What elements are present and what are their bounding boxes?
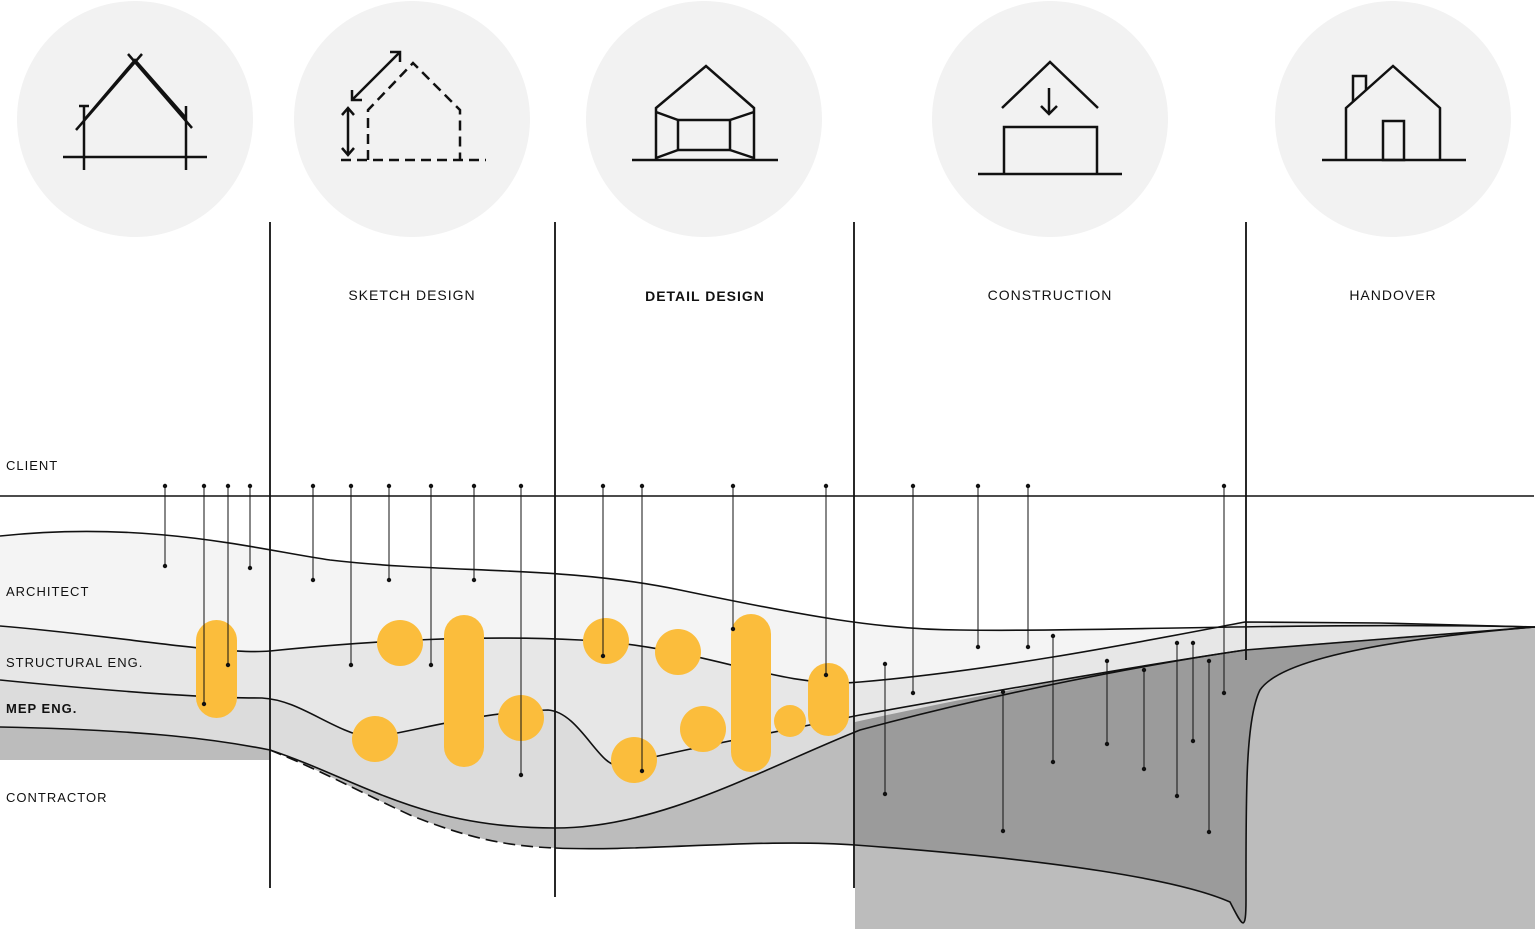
highlight-pill [444, 615, 484, 767]
highlight-pill [731, 614, 771, 772]
connector-dot [823, 672, 829, 678]
connector-dot [162, 483, 168, 489]
connector-dot [1141, 667, 1147, 673]
connector-dot [1104, 658, 1110, 664]
highlight-dot [377, 620, 423, 666]
phase-labels: SKETCH DESIGN DETAIL DESIGN CONSTRUCTION… [348, 287, 1436, 304]
connector-pins [162, 483, 1227, 835]
highlight-pill [808, 663, 849, 736]
connector-dot [247, 483, 253, 489]
connector-dot [882, 661, 888, 667]
connector-dot [225, 483, 231, 489]
highlight-dot [352, 716, 398, 762]
row-label-mep: MEP ENG. [6, 701, 77, 716]
connector-dot [1190, 738, 1196, 744]
icon-circle-5 [1275, 1, 1511, 237]
connector-dot [823, 483, 829, 489]
contractor-top-curve [0, 649, 1246, 829]
architect-top-curve [0, 530, 1536, 632]
connector-dot [1000, 689, 1006, 695]
connector-dot [975, 644, 981, 650]
highlight-dot [611, 737, 657, 783]
connector-dot [201, 483, 207, 489]
icon-circle-1 [17, 1, 253, 237]
highlight-dot [655, 629, 701, 675]
connector-dot [1025, 483, 1031, 489]
row-label-structural: STRUCTURAL ENG. [6, 655, 143, 670]
connector-dot [1174, 793, 1180, 799]
row-label-client: CLIENT [6, 458, 58, 473]
phase-icons [17, 1, 1511, 237]
connector-dot [1050, 633, 1056, 639]
connector-dot [1025, 644, 1031, 650]
mep-top-curve [0, 626, 1536, 766]
connector-dot [428, 483, 434, 489]
highlight-dot [774, 705, 806, 737]
connector-dot [518, 483, 524, 489]
connector-dot [310, 483, 316, 489]
connector-dot [348, 662, 354, 668]
highlight-dot [680, 706, 726, 752]
row-label-contractor: CONTRACTOR [6, 790, 107, 805]
house-sketch-dimensions-icon [341, 50, 486, 162]
finished-house-icon [1322, 64, 1466, 162]
construction-band [855, 627, 1535, 923]
connector-dot [428, 662, 434, 668]
phase-label-construction: CONSTRUCTION [988, 287, 1113, 303]
connector-dot [201, 701, 207, 707]
connector-dot [1206, 658, 1212, 664]
connector-dot [348, 483, 354, 489]
contractor-bottom-curve [554, 626, 1536, 924]
phase-label-handover: HANDOVER [1349, 287, 1436, 303]
phase-dividers [269, 222, 1247, 897]
connector-dot [1104, 741, 1110, 747]
connector-dot [975, 483, 981, 489]
lower-mask [270, 750, 855, 929]
connector-dot [386, 483, 392, 489]
house-detail-perspective-icon [632, 64, 778, 162]
icon-circle-4 [932, 1, 1168, 237]
connector-dot [1000, 828, 1006, 834]
connector-dot [162, 563, 168, 569]
row-labels: CLIENT ARCHITECT STRUCTURAL ENG. MEP ENG… [6, 458, 143, 805]
phase-label-detail-design: DETAIL DESIGN [645, 288, 765, 304]
house-outline-icon [63, 53, 207, 170]
connector-dot [310, 577, 316, 583]
connector-dot [225, 662, 231, 668]
connector-dot [1221, 483, 1227, 489]
connector-dot [730, 483, 736, 489]
connector-dot [471, 483, 477, 489]
icon-circle-2 [294, 1, 530, 237]
connector-dot [471, 577, 477, 583]
connector-dot [1190, 640, 1196, 646]
house-construction-arrow-icon [978, 60, 1122, 176]
highlight-pill [196, 620, 237, 718]
connector-dot [518, 772, 524, 778]
connector-dot [1221, 690, 1227, 696]
connector-dot [247, 565, 253, 571]
connector-dot [1206, 829, 1212, 835]
highlight-dot [583, 618, 629, 664]
connector-dot [910, 483, 916, 489]
dashed-baseline [269, 749, 556, 849]
connector-dot [730, 626, 736, 632]
connector-dot [600, 483, 606, 489]
connector-dot [639, 483, 645, 489]
connector-dot [1174, 640, 1180, 646]
connector-dot [600, 653, 606, 659]
connector-dot [882, 791, 888, 797]
row-label-architect: ARCHITECT [6, 584, 89, 599]
connector-dot [386, 577, 392, 583]
phase-label-sketch-design: SKETCH DESIGN [348, 287, 475, 303]
connector-dot [639, 768, 645, 774]
connector-dot [910, 690, 916, 696]
interaction-highlights [196, 614, 849, 783]
connector-dot [1141, 766, 1147, 772]
connector-dot [1050, 759, 1056, 765]
